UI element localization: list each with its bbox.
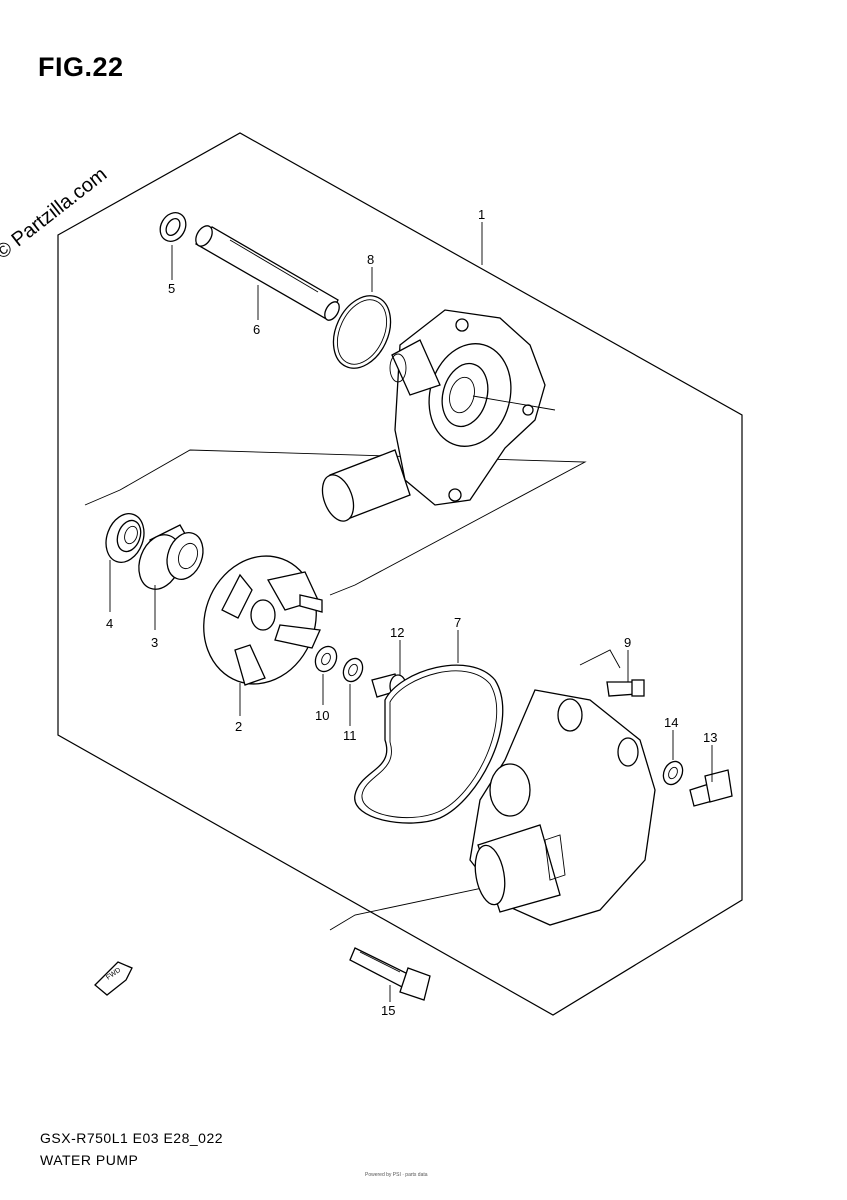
assembly-frame xyxy=(57,132,743,1016)
part-14-washer[interactable] xyxy=(660,758,686,787)
part-3-mechanical-seal[interactable] xyxy=(132,524,210,595)
part-6-shaft[interactable] xyxy=(192,223,342,323)
callout-1: 1 xyxy=(478,207,485,222)
callout-3: 3 xyxy=(151,635,158,650)
figure-title: FIG.22 xyxy=(38,52,124,82)
part-4-oil-seal[interactable] xyxy=(100,508,151,567)
callout-8: 8 xyxy=(367,252,374,267)
callout-9: 9 xyxy=(624,635,631,650)
callout-7: 7 xyxy=(454,615,461,630)
diagram-code: GSX-R750L1 E03 E28_022 xyxy=(40,1130,224,1146)
pump-case[interactable] xyxy=(469,689,656,926)
callout-10: 10 xyxy=(315,708,329,723)
part-8-o-ring[interactable] xyxy=(322,287,401,378)
part-15-bolt[interactable] xyxy=(349,947,431,1001)
part-9-bolt[interactable] xyxy=(606,679,645,697)
part-2-impeller[interactable] xyxy=(186,540,334,700)
part-7-gasket[interactable] xyxy=(354,664,504,824)
part-5-washer[interactable] xyxy=(155,208,191,246)
callout-2: 2 xyxy=(235,719,242,734)
callout-11: 11 xyxy=(343,728,357,743)
callout-5: 5 xyxy=(168,281,175,296)
callout-4: 4 xyxy=(106,616,113,631)
callout-6: 6 xyxy=(253,322,260,337)
fwd-arrow: FWD xyxy=(94,961,133,996)
callout-12: 12 xyxy=(390,625,404,640)
callout-14: 14 xyxy=(664,715,678,730)
part-13-bolt[interactable] xyxy=(689,769,733,807)
pump-case-bracket xyxy=(579,649,621,669)
part-10-washer[interactable] xyxy=(311,643,340,675)
callout-15: 15 xyxy=(381,1003,395,1018)
part-11-washer[interactable] xyxy=(340,655,366,684)
part-1-pump-body[interactable] xyxy=(317,309,546,525)
callout-13: 13 xyxy=(703,730,717,745)
bolt-bracket xyxy=(329,879,521,931)
footer-fine-print: Powered by PSI · parts data xyxy=(365,1172,428,1178)
diagram-name: WATER PUMP xyxy=(40,1152,139,1168)
leader-body xyxy=(472,395,556,411)
